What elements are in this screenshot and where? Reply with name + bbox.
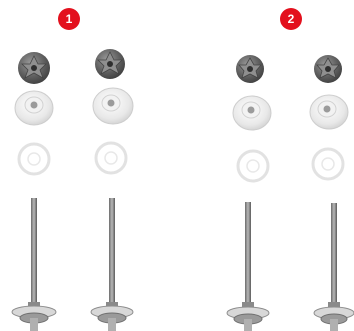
- nut-1: [18, 52, 50, 84]
- flat-washer-4: [311, 147, 345, 181]
- bolt-2: [90, 198, 134, 331]
- cap-washer-3: [232, 95, 272, 131]
- kit-number-badge-2: 2: [280, 8, 302, 30]
- bolt-3: [226, 202, 270, 331]
- cap-washer-4: [309, 94, 349, 130]
- kit-number-badge-1: 1: [58, 8, 80, 30]
- flat-washer-2: [94, 141, 128, 175]
- bolt-4: [313, 203, 354, 331]
- cap-washer-1: [14, 90, 54, 126]
- nut-2: [95, 49, 125, 79]
- bolt-1: [11, 198, 57, 331]
- cap-washer-2: [92, 87, 134, 125]
- flat-washer-3: [236, 149, 270, 183]
- flat-washer-1: [17, 142, 51, 176]
- nut-3: [236, 55, 264, 83]
- nut-4: [314, 55, 342, 83]
